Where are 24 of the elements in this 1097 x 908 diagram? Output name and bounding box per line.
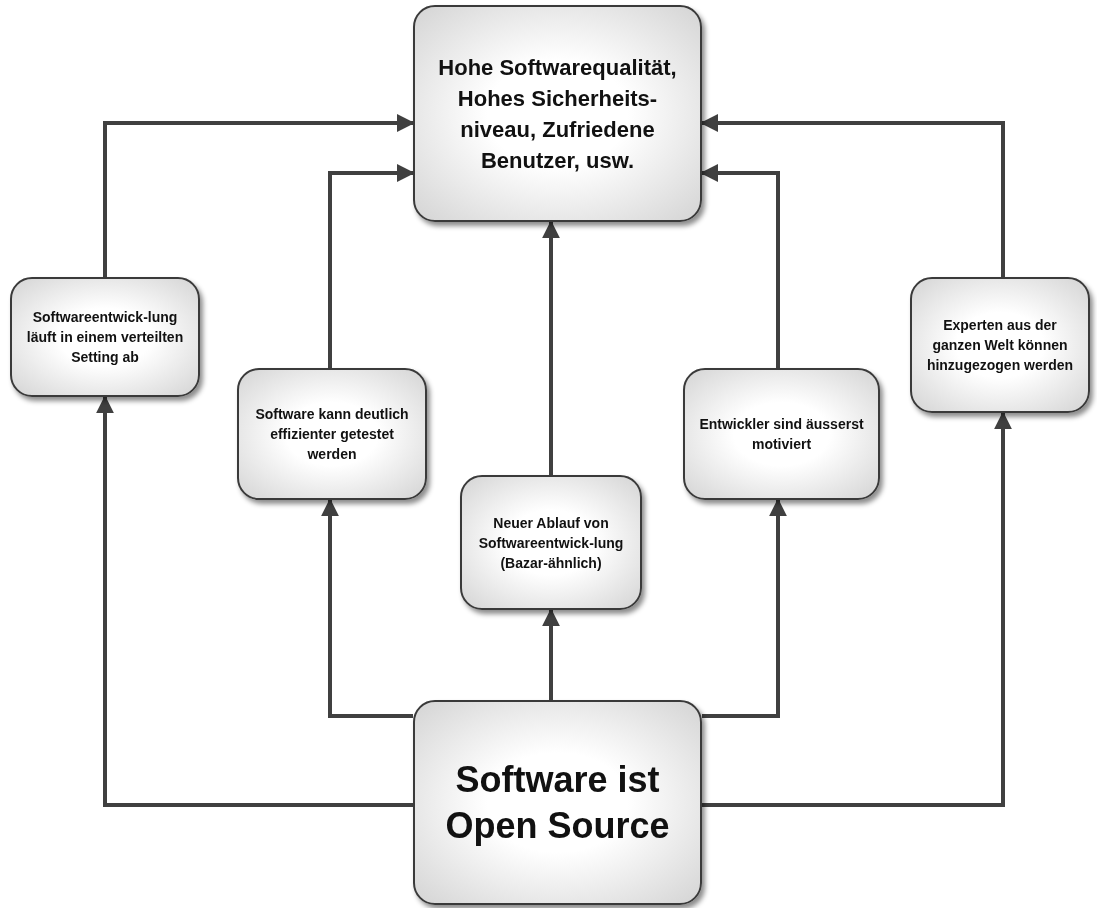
arrow: [321, 498, 413, 718]
box-label: Softwareentwick-lung läuft in einem verteilten Setting ab: [25, 308, 185, 367]
rounded-box: [683, 368, 880, 500]
rounded-box: [460, 475, 642, 610]
arrow: [700, 164, 780, 368]
box-label: Hohe Softwarequalität, Hohes Sicherheits-niveau, Zufriedene Benutzer, usw.: [437, 53, 678, 175]
rounded-box: [910, 277, 1090, 413]
arrow: [702, 498, 787, 718]
box-label: Neuer Ablauf von Softwareentwick-lung (Bazar-ähnlich): [477, 513, 625, 573]
box-label: Experten aus der ganzen Welt können hinzugezogen werden: [925, 316, 1075, 375]
arrow: [702, 411, 1012, 807]
arrow: [96, 395, 413, 807]
rounded-box: [10, 277, 200, 397]
rounded-box: [237, 368, 427, 500]
arrow: [542, 608, 560, 700]
box-label: Software kann deutlich effizienter getestet werden: [254, 405, 410, 464]
arrow: [700, 114, 1005, 277]
arrow: [103, 114, 415, 277]
box-label: Software ist Open Source: [444, 757, 671, 848]
box-label: Entwickler sind äusserst motiviert: [698, 415, 865, 454]
rounded-box: [413, 5, 702, 222]
arrow: [542, 220, 560, 475]
arrow: [328, 164, 415, 368]
rounded-box: [413, 700, 702, 905]
